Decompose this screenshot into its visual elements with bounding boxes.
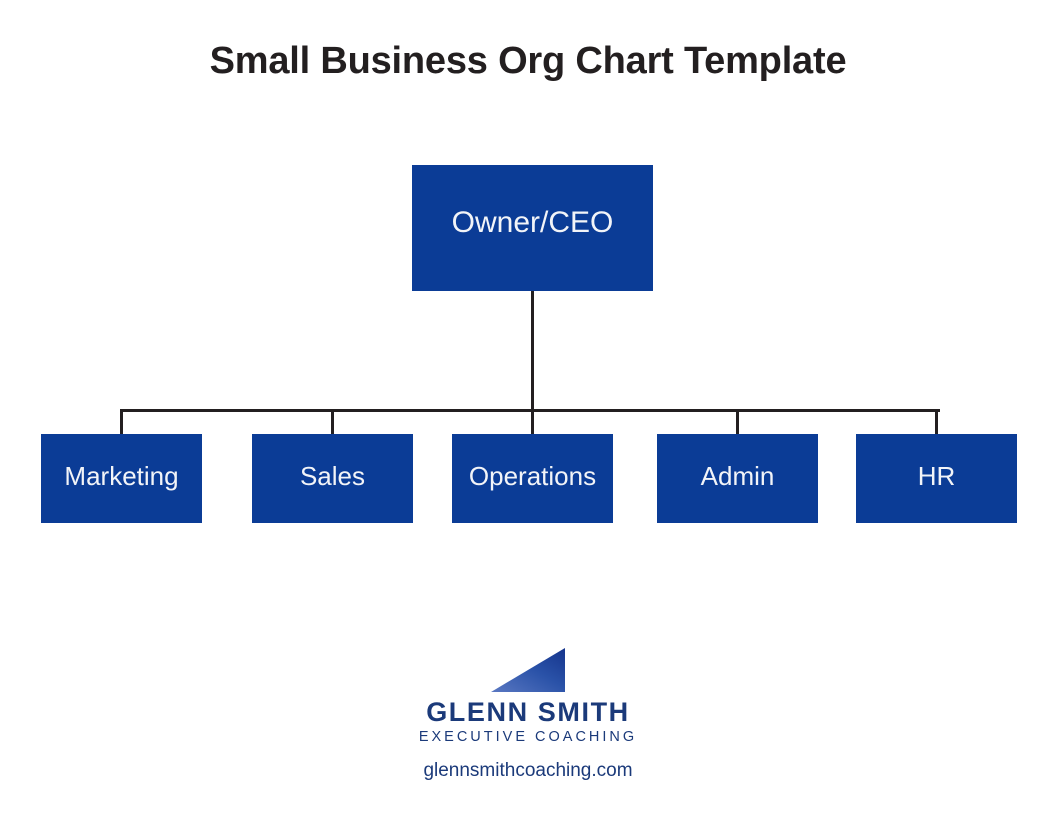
brand-logo: GLENN SMITH EXECUTIVE COACHING <box>0 648 1056 747</box>
connector-horizontal-bus <box>121 409 940 412</box>
org-node-sales[interactable]: Sales <box>252 434 413 523</box>
connector-drop-hr <box>935 409 938 436</box>
logo-wordmark: GLENN SMITH <box>426 697 630 727</box>
org-node-admin[interactable]: Admin <box>657 434 818 523</box>
logo-tagline: EXECUTIVE COACHING <box>418 729 638 746</box>
connector-drop-sales <box>331 409 334 436</box>
connector-drop-admin <box>736 409 739 436</box>
org-node-marketing[interactable]: Marketing <box>41 434 202 523</box>
page-title: Small Business Org Chart Template <box>209 40 847 82</box>
org-node-ceo[interactable]: Owner/CEO <box>412 165 653 291</box>
connector-drop-marketing <box>120 409 123 436</box>
triangle-logo-icon <box>491 648 565 692</box>
connector-ceo-trunk <box>531 291 534 411</box>
connector-drop-operations <box>531 409 534 436</box>
org-node-hr[interactable]: HR <box>856 434 1017 523</box>
org-node-operations[interactable]: Operations <box>452 434 613 523</box>
website-url[interactable]: glennsmithcoaching.com <box>423 760 633 781</box>
